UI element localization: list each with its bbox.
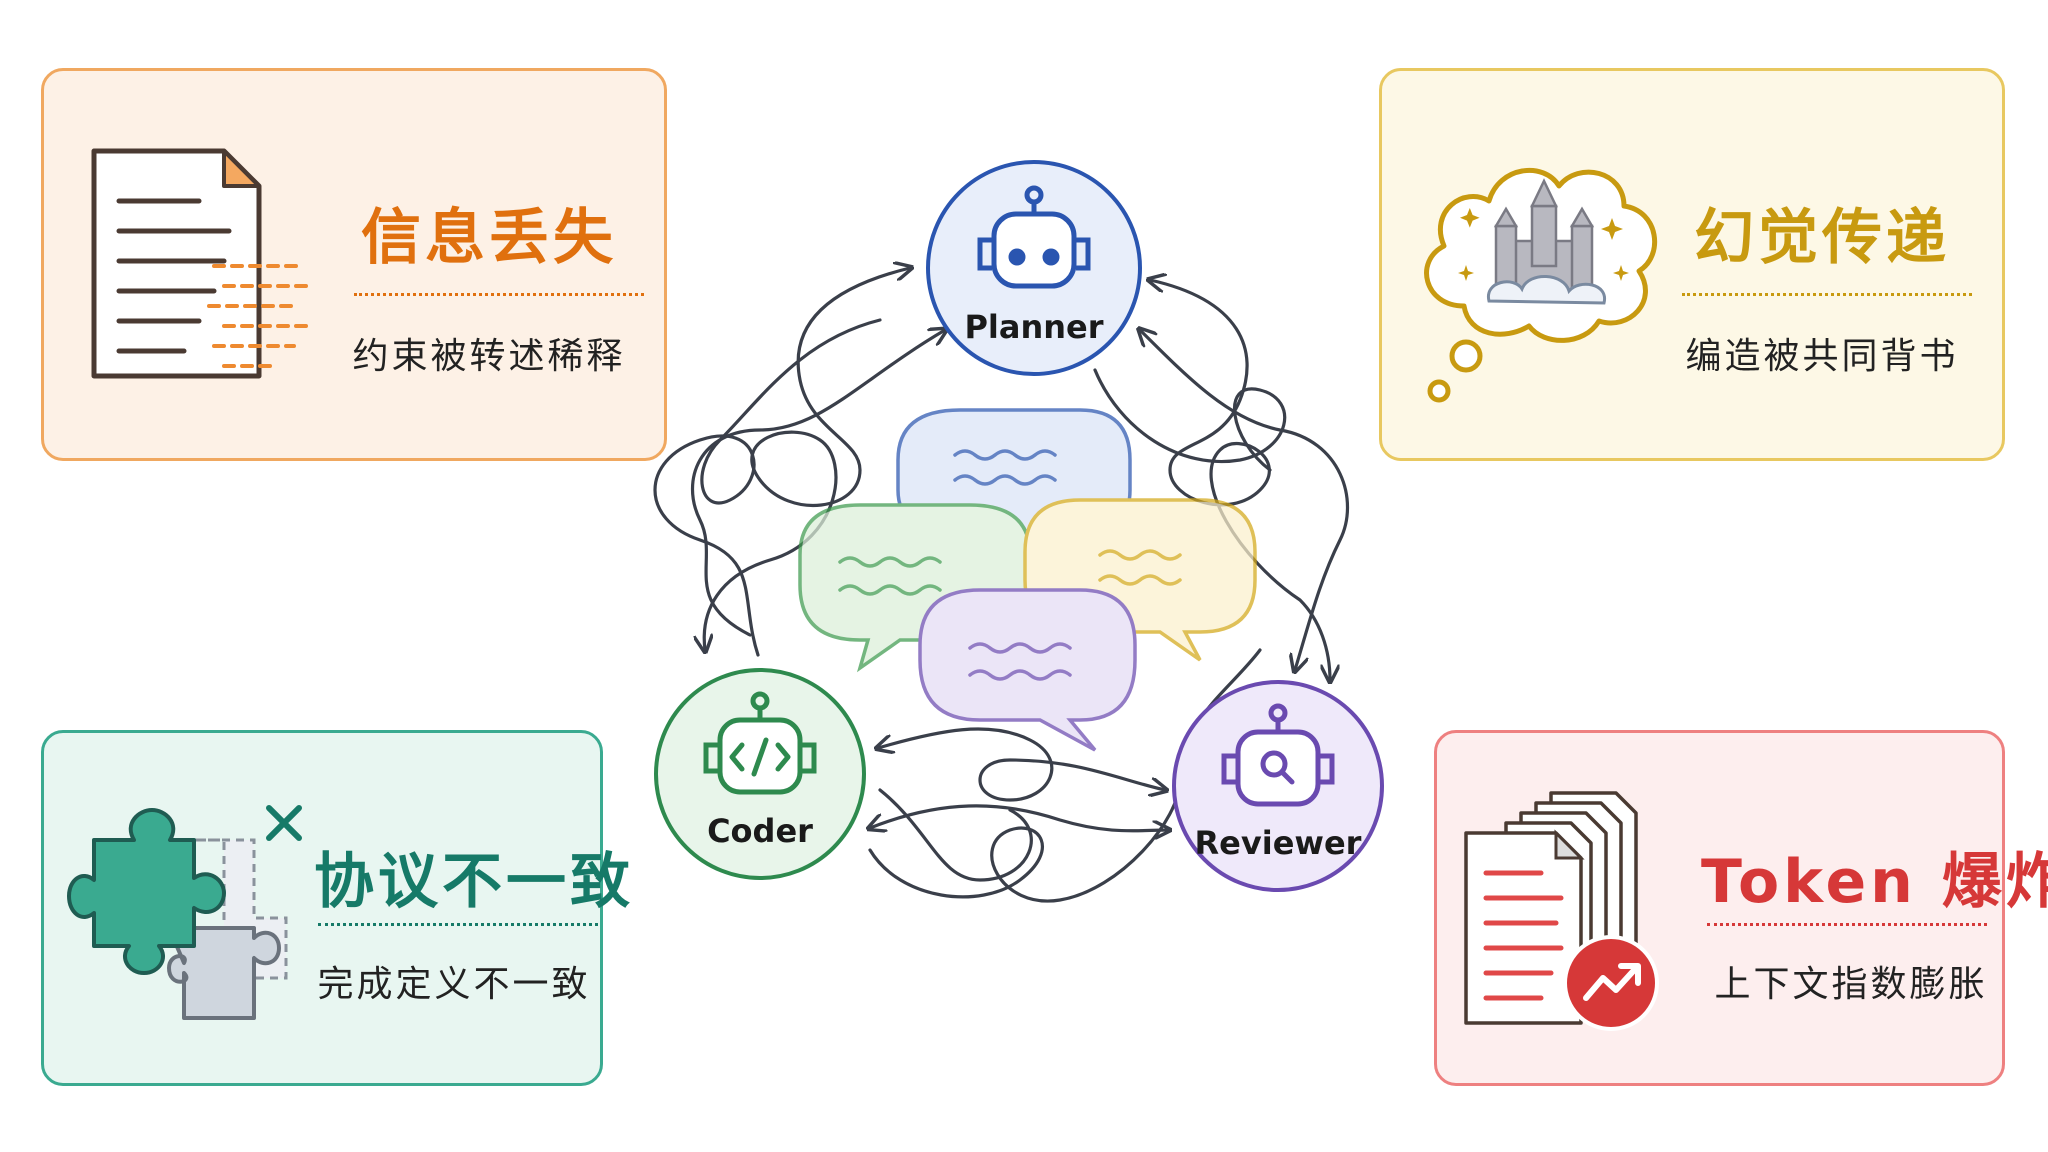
card-token: Token 爆炸 上下文指数膨胀 bbox=[1434, 730, 2048, 1086]
document-stack-growth-icon bbox=[1464, 791, 1659, 1031]
document-fade-icon bbox=[91, 148, 316, 379]
robot-icon bbox=[977, 185, 1091, 289]
speech-bubbles bbox=[798, 408, 1257, 752]
card-title: 协议不一致 bbox=[314, 847, 634, 917]
card-hallucination: 幻觉传递 编造被共同背书 bbox=[1379, 68, 2005, 461]
card-info-loss: 信息丢失 约束被转述稀释 bbox=[41, 68, 667, 461]
card-title: Token 爆炸 bbox=[1701, 847, 2048, 917]
chat-bubble-icon bbox=[918, 588, 1137, 752]
agent-reviewer: Reviewer bbox=[1172, 680, 1384, 892]
puzzle-mismatch-icon bbox=[67, 805, 302, 1020]
card-subtitle: 完成定义不一致 bbox=[317, 964, 591, 1005]
card-title: 幻觉传递 bbox=[1694, 203, 1950, 273]
code-robot-icon bbox=[703, 691, 817, 795]
search-robot-icon bbox=[1221, 703, 1335, 807]
card-subtitle: 编造被共同背书 bbox=[1685, 336, 1959, 377]
card-divider bbox=[1707, 923, 1987, 926]
agent-coder: Coder bbox=[654, 668, 866, 880]
card-subtitle: 约束被转述稀释 bbox=[352, 336, 626, 377]
card-protocol: 协议不一致 完成定义不一致 bbox=[41, 730, 634, 1086]
agent-label: Reviewer bbox=[1195, 824, 1362, 862]
card-divider bbox=[318, 923, 598, 926]
agent-label: Coder bbox=[707, 812, 813, 850]
card-divider bbox=[1682, 293, 1972, 296]
dream-castle-icon bbox=[1424, 168, 1657, 403]
card-title: 信息丢失 bbox=[361, 203, 617, 273]
card-subtitle: 上下文指数膨胀 bbox=[1714, 964, 1988, 1005]
agent-planner: Planner bbox=[926, 160, 1142, 376]
card-divider bbox=[354, 293, 644, 296]
agent-label: Planner bbox=[964, 308, 1103, 346]
